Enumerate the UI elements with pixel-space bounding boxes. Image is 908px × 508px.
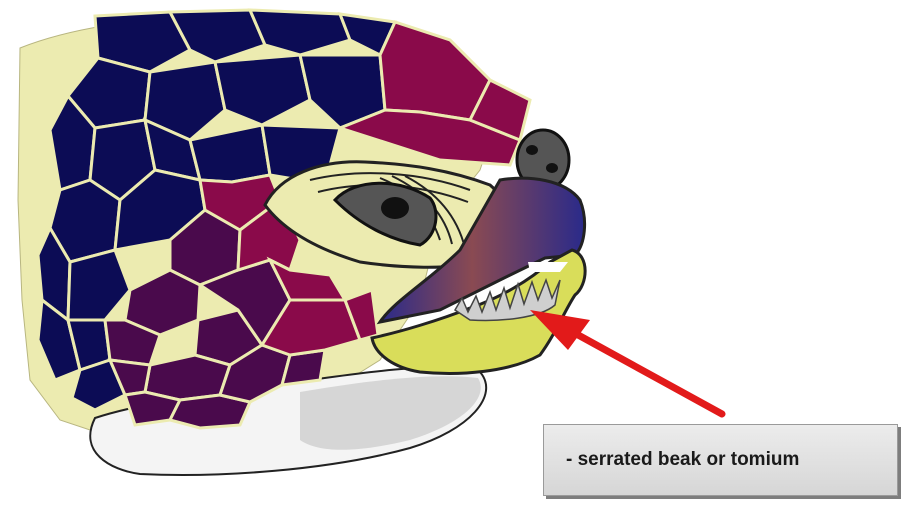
pupil (381, 197, 409, 219)
callout-label: - serrated beak or tomium (544, 449, 799, 471)
callout-box: - serrated beak or tomium (543, 424, 898, 496)
pointer-arrow (530, 310, 722, 414)
